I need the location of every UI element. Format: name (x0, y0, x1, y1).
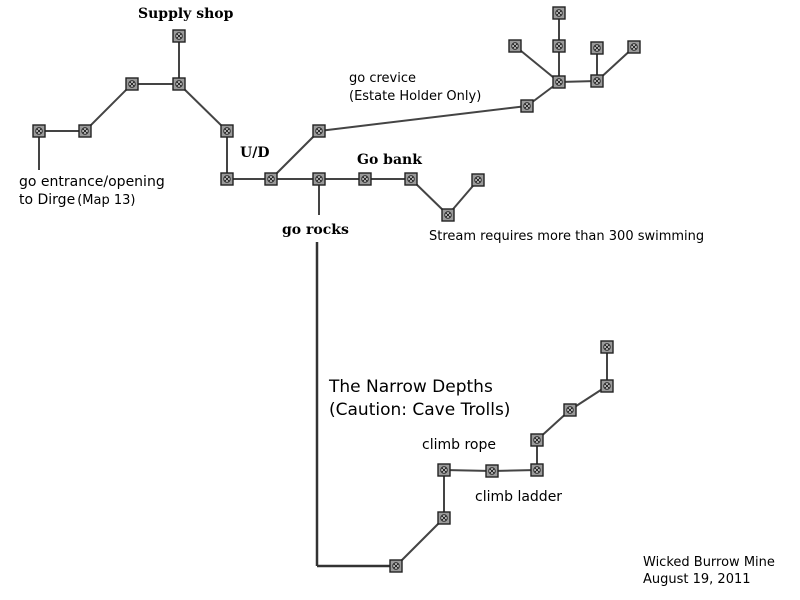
room-cross (316, 128, 322, 134)
label-narrow-depths: The Narrow Depths (328, 377, 493, 397)
room-cross (604, 344, 610, 350)
room-icon (312, 172, 326, 186)
room-icon (220, 172, 234, 186)
path (178, 83, 228, 132)
path (270, 130, 320, 180)
label-go-rocks: go rocks (282, 222, 349, 238)
room-icon (32, 124, 46, 138)
path (514, 45, 560, 83)
room-cross (408, 176, 414, 182)
room-icon (220, 124, 234, 138)
path (84, 83, 133, 132)
label-up-down: U/D (240, 145, 269, 161)
room-cross (534, 467, 540, 473)
room-cross (441, 467, 447, 473)
room-cross (268, 176, 274, 182)
room-icon (404, 172, 418, 186)
room-icon (627, 40, 641, 54)
room-cross (556, 43, 562, 49)
room-icon (552, 39, 566, 53)
room-cross (445, 212, 451, 218)
room-cross (631, 44, 637, 50)
room-cross (475, 177, 481, 183)
label-go-entrance: go entrance/opening (19, 174, 165, 190)
room-cross (512, 43, 518, 49)
room-icon (172, 29, 186, 43)
room-cross (224, 176, 230, 182)
label-to-dirge: to Dirge(Map 13) (19, 192, 135, 208)
room-cross (594, 45, 600, 51)
room-cross (556, 79, 562, 85)
room-icon (590, 74, 604, 88)
room-cross (604, 383, 610, 389)
label-map-13: (Map 13) (77, 193, 135, 208)
path-crevice (318, 105, 528, 132)
map-labels: Supply shop go entrance/opening to Dirge… (19, 6, 775, 587)
label-to-dirge-text: to Dirge (19, 192, 75, 208)
room-icon (125, 77, 139, 91)
room-icon (600, 340, 614, 354)
label-climb-rope: climb rope (422, 437, 496, 453)
room-icon (78, 124, 92, 138)
room-icon (471, 173, 485, 187)
room-cross (524, 103, 530, 109)
room-icon (441, 208, 455, 222)
room-cross (176, 33, 182, 39)
label-go-crevice: go crevice (349, 71, 416, 86)
room-icon (312, 124, 326, 138)
room-cross (362, 176, 368, 182)
room-icon (358, 172, 372, 186)
map-rooms (32, 6, 641, 573)
room-cross (393, 563, 399, 569)
room-cross (567, 407, 573, 413)
room-icon (437, 511, 451, 525)
label-stream-note: Stream requires more than 300 swimming (429, 229, 704, 244)
room-cross (36, 128, 42, 134)
room-cross (129, 81, 135, 87)
room-cross (176, 81, 182, 87)
room-cross (489, 468, 495, 474)
room-icon (389, 559, 403, 573)
path (395, 517, 445, 567)
label-climb-ladder: climb ladder (475, 489, 562, 505)
room-icon (508, 39, 522, 53)
room-icon (552, 75, 566, 89)
path (491, 469, 538, 472)
room-cross (224, 128, 230, 134)
room-icon (437, 463, 451, 477)
room-icon (530, 463, 544, 477)
map-name: Wicked Burrow Mine (643, 555, 775, 570)
label-supply-shop: Supply shop (138, 6, 234, 22)
room-icon (530, 433, 544, 447)
room-icon (563, 403, 577, 417)
room-cross (316, 176, 322, 182)
room-icon (520, 99, 534, 113)
map-paths (38, 13, 635, 568)
room-icon (600, 379, 614, 393)
label-estate-holder: (Estate Holder Only) (349, 89, 481, 104)
room-icon (552, 6, 566, 20)
room-cross (534, 437, 540, 443)
room-icon (264, 172, 278, 186)
room-cross (82, 128, 88, 134)
room-cross (441, 515, 447, 521)
label-cave-trolls: (Caution: Cave Trolls) (329, 400, 510, 420)
room-icon (485, 464, 499, 478)
room-cross (556, 10, 562, 16)
map-date: August 19, 2011 (643, 572, 751, 587)
label-go-bank: Go bank (357, 152, 422, 168)
path (443, 469, 493, 472)
room-cross (594, 78, 600, 84)
room-icon (590, 41, 604, 55)
room-icon (172, 77, 186, 91)
